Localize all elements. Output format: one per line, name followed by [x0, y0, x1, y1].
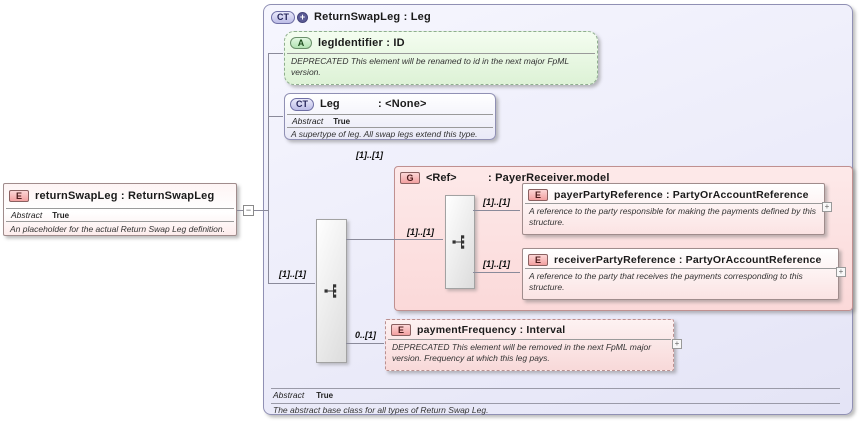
element-badge-icon: E — [528, 253, 548, 266]
cardinality-label: [1]..[1] — [279, 269, 306, 279]
connector-line — [254, 210, 269, 211]
element-header: E paymentFrequency : Interval — [386, 320, 673, 339]
base-type-box-Leg[interactable]: CT Leg : <None> Abstract True A supertyp… — [284, 93, 496, 140]
divider — [388, 339, 671, 340]
group-type: : PayerReceiver.model — [488, 172, 610, 184]
cardinality-label: [1]..[1] — [407, 227, 434, 237]
sequence-icon — [452, 235, 465, 249]
divider — [6, 208, 234, 209]
group-name: <Ref> — [426, 172, 457, 184]
connector-rail — [268, 53, 269, 284]
complex-type-box-ReturnSwapLeg[interactable]: CT + ReturnSwapLeg : Leg A legIdentifier… — [263, 4, 853, 415]
element-title: receiverPartyReference : PartyOrAccountR… — [554, 253, 822, 266]
element-badge-icon: E — [528, 188, 548, 201]
complex-type-title: ReturnSwapLeg : Leg — [314, 11, 431, 23]
element-description: An placeholder for the actual Return Swa… — [10, 224, 225, 234]
complex-type-description: The abstract base class for all types of… — [273, 405, 489, 415]
base-type-description: A supertype of leg. All swap legs extend… — [291, 129, 478, 139]
element-title: paymentFrequency : Interval — [417, 323, 566, 336]
attribute-box-legIdentifier[interactable]: A legIdentifier : ID DEPRECATED This ele… — [284, 31, 598, 85]
abstract-value: True — [316, 390, 334, 400]
connector-line — [473, 210, 520, 211]
group-box-PayerReceiver-model[interactable]: G <Ref> : PayerReceiver.model E — [394, 166, 853, 311]
cardinality-label: [1]..[1] — [483, 197, 510, 207]
element-badge-icon: E — [9, 190, 29, 202]
cardinality-label: [1]..[1] — [483, 259, 510, 269]
expand-icon[interactable]: + — [836, 267, 846, 277]
attribute-title: legIdentifier : ID — [318, 36, 405, 49]
cardinality-label: [1]..[1] — [356, 150, 383, 160]
connector-line — [346, 239, 443, 240]
abstract-row: Abstract True — [285, 115, 495, 127]
base-type-header: CT Leg : <None> — [285, 94, 495, 114]
element-box-receiverPartyReference[interactable]: E receiverPartyReference : PartyOrAccoun… — [522, 248, 839, 300]
group-header: G <Ref> : PayerReceiver.model — [395, 167, 852, 187]
expand-icon[interactable]: + — [672, 339, 682, 349]
divider — [287, 53, 595, 54]
connector-line — [268, 53, 283, 54]
abstract-label: Abstract — [273, 390, 305, 400]
expand-icon[interactable]: + — [822, 202, 832, 212]
element-description: DEPRECATED This element will be removed … — [392, 342, 652, 363]
collapse-toggle-icon[interactable]: − — [243, 205, 254, 216]
sequence-compositor[interactable] — [316, 219, 347, 363]
divider — [271, 388, 840, 389]
element-header: E receiverPartyReference : PartyOrAccoun… — [523, 249, 838, 268]
connector-line — [237, 210, 243, 211]
divider — [525, 203, 822, 204]
complex-type-header: CT + ReturnSwapLeg : Leg — [264, 5, 852, 29]
abstract-row: Abstract True — [4, 209, 236, 221]
sequence-compositor[interactable] — [445, 195, 475, 289]
element-description: A reference to the party that receives t… — [529, 271, 803, 292]
element-box-paymentFrequency[interactable]: E paymentFrequency : Interval DEPRECATED… — [385, 319, 674, 371]
group-badge-icon: G — [400, 172, 420, 184]
attribute-badge-icon: A — [290, 36, 312, 49]
divider — [287, 127, 493, 128]
element-title: payerPartyReference : PartyOrAccountRefe… — [554, 188, 809, 201]
sequence-icon — [324, 284, 336, 298]
divider — [525, 268, 836, 269]
base-type-name: Leg — [320, 98, 340, 110]
element-title: returnSwapLeg : ReturnSwapLeg — [35, 190, 215, 202]
divider — [287, 114, 493, 115]
abstract-row: Abstract True — [273, 390, 333, 400]
element-box-returnSwapLeg[interactable]: E returnSwapLeg : ReturnSwapLeg Abstract… — [3, 183, 237, 236]
divider — [271, 403, 840, 404]
cardinality-label: 0..[1] — [355, 330, 377, 340]
base-type-type: : <None> — [378, 98, 427, 110]
connector-line — [268, 116, 283, 117]
connector-line — [268, 283, 315, 284]
divider — [6, 221, 234, 222]
element-header: E payerPartyReference : PartyOrAccountRe… — [523, 184, 824, 203]
abstract-value: True — [52, 210, 70, 220]
connector-line — [346, 343, 384, 344]
element-badge-icon: E — [391, 323, 411, 336]
attribute-description: DEPRECATED This element will be renamed … — [291, 56, 569, 77]
abstract-label: Abstract — [11, 210, 43, 220]
connector-line — [473, 272, 520, 273]
element-box-payerPartyReference[interactable]: E payerPartyReference : PartyOrAccountRe… — [522, 183, 825, 235]
element-description: A reference to the party responsible for… — [529, 206, 816, 227]
complex-type-badge-icon: CT — [290, 97, 314, 111]
abstract-label: Abstract — [292, 116, 324, 126]
abstract-value: True — [333, 116, 351, 126]
attribute-header: A legIdentifier : ID — [285, 32, 597, 53]
element-header: E returnSwapLeg : ReturnSwapLeg — [4, 184, 236, 208]
extension-plus-icon: + — [297, 11, 308, 23]
complex-type-badge-icon: CT — [271, 10, 295, 24]
